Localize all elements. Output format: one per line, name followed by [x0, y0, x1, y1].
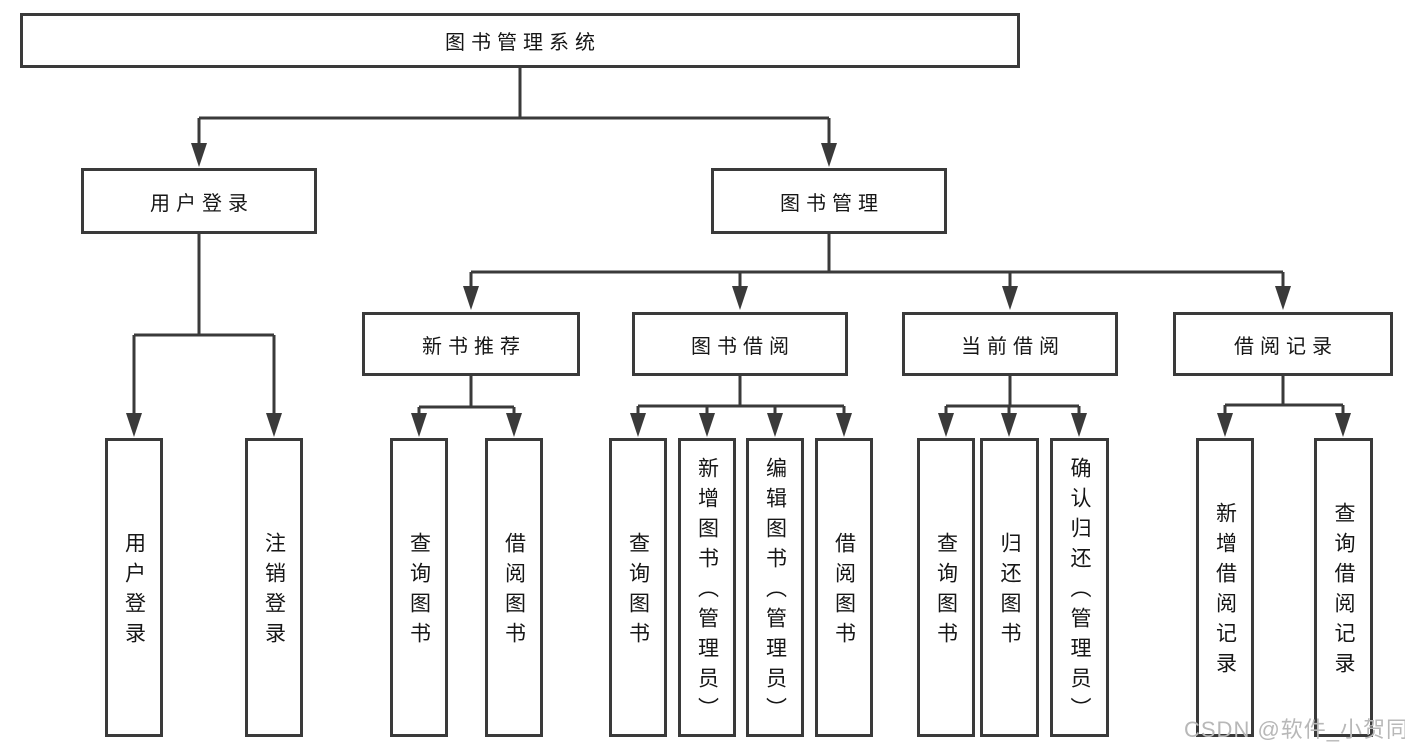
leaf-confirm-return-admin-label: 确认归还（管理员） [1068, 457, 1091, 727]
leaf-add-borrow-record-label: 新增借阅记录 [1213, 502, 1237, 682]
leaf-query-books-borrow-label: 查询图书 [626, 532, 650, 652]
leaf-user-login-label: 用户登录 [122, 532, 146, 652]
node-borrow-records: 借阅记录 [1173, 312, 1393, 376]
connector-current-borrow-to-leaves [944, 376, 1081, 416]
leaf-borrow-books: 借阅图书 [815, 438, 873, 737]
leaf-edit-book-admin-label: 编辑图书（管理员） [763, 457, 787, 727]
node-user-login: 用户登录 [81, 168, 317, 234]
leaf-borrow-books-label: 借阅图书 [832, 532, 856, 652]
leaf-borrow-books-recommend: 借阅图书 [485, 438, 543, 737]
leaf-query-borrow-record: 查询借阅记录 [1314, 438, 1373, 737]
leaf-return-book: 归还图书 [980, 438, 1039, 737]
connector-book-borrow-to-leaves [636, 376, 846, 416]
connector-root-to-level2 [197, 68, 831, 146]
leaf-add-borrow-record: 新增借阅记录 [1196, 438, 1254, 737]
leaf-logout-label: 注销登录 [262, 532, 286, 652]
arrowheads [126, 143, 1351, 437]
connector-book-management-to-level3 [469, 234, 1285, 290]
node-new-book-recommend: 新书推荐 [362, 312, 580, 376]
node-book-management: 图书管理 [711, 168, 947, 234]
leaf-query-borrow-record-label: 查询借阅记录 [1332, 502, 1355, 682]
node-library-management-system: 图书管理系统 [20, 13, 1020, 68]
connector-user-login-to-leaves [132, 234, 276, 416]
connector-new-book-to-leaves [417, 376, 516, 416]
leaf-logout: 注销登录 [245, 438, 303, 737]
watermark-csdn: CSDN @软件_小贺同学 [1184, 717, 1405, 742]
leaf-add-book-admin-label: 新增图书（管理员） [695, 457, 719, 727]
leaf-query-books-recommend-label: 查询图书 [407, 532, 431, 652]
leaf-confirm-return-admin: 确认归还（管理员） [1050, 438, 1109, 737]
leaf-query-books-current-label: 查询图书 [934, 532, 958, 652]
leaf-query-books-recommend: 查询图书 [390, 438, 448, 737]
leaf-query-books-current: 查询图书 [917, 438, 975, 737]
node-book-borrow: 图书借阅 [632, 312, 848, 376]
node-current-borrow: 当前借阅 [902, 312, 1118, 376]
leaf-borrow-books-recommend-label: 借阅图书 [502, 532, 526, 652]
leaf-return-book-label: 归还图书 [998, 532, 1021, 652]
leaf-user-login: 用户登录 [105, 438, 163, 737]
leaf-edit-book-admin: 编辑图书（管理员） [746, 438, 804, 737]
connector-borrow-records-to-leaves [1223, 376, 1345, 416]
leaf-query-books-borrow: 查询图书 [609, 438, 667, 737]
leaf-add-book-admin: 新增图书（管理员） [678, 438, 736, 737]
